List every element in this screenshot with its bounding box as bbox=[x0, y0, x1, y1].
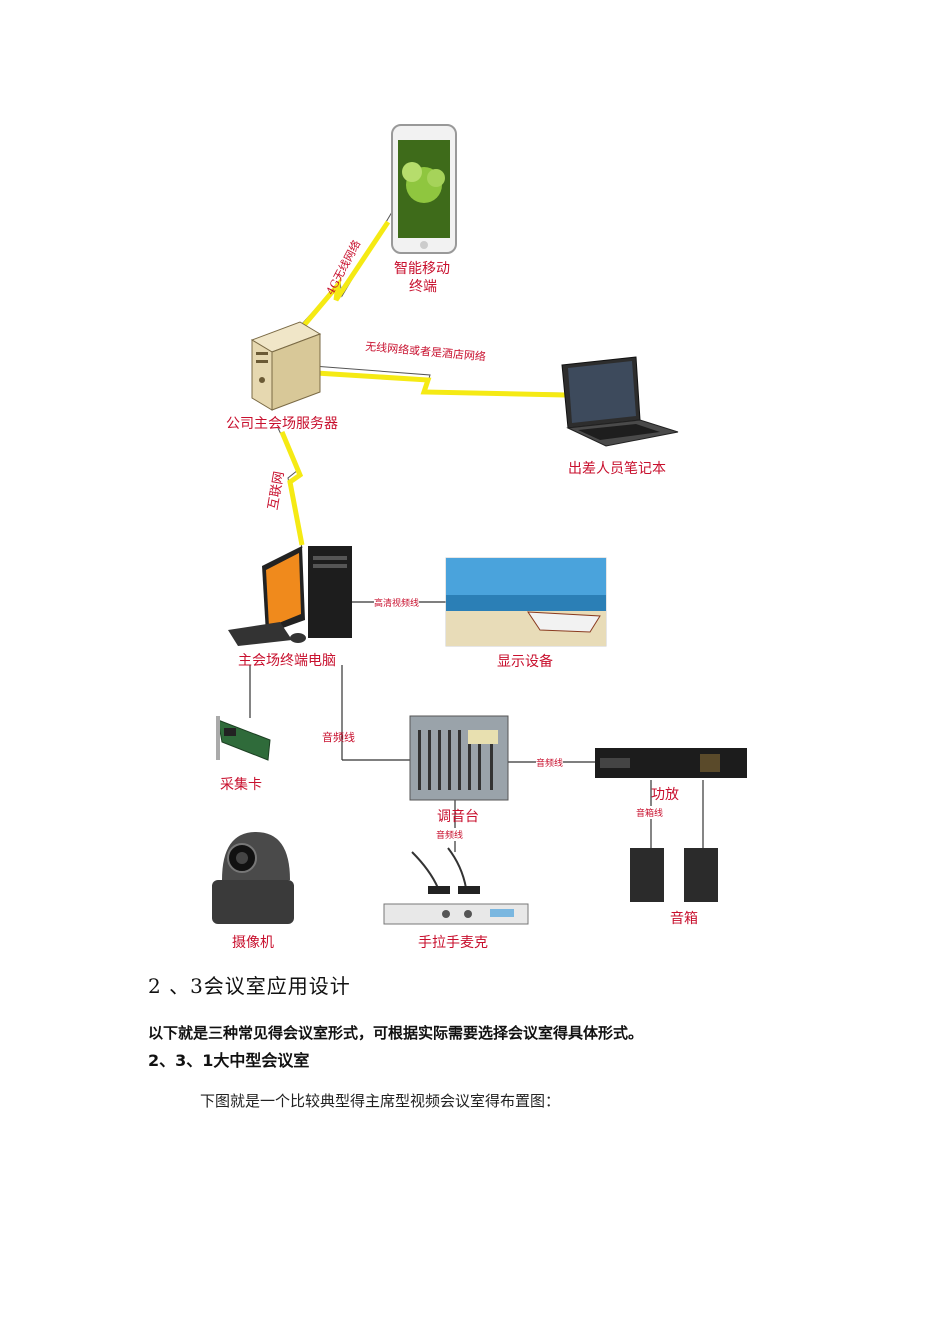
label-laptop: 出差人员笔记本 bbox=[568, 461, 666, 477]
link-internet-lightning bbox=[277, 427, 305, 549]
label-link-audio-mixer-amp: 音频线 bbox=[536, 756, 564, 769]
label-smartphone-line2: 终端 bbox=[409, 279, 437, 295]
label-smartphone: 智能移动 bbox=[394, 261, 450, 277]
label-link-audio-pc-mixer: 音频线 bbox=[322, 731, 355, 744]
label-speakers: 音箱 bbox=[670, 911, 698, 927]
section-heading: 2 、3会议室应用设计 bbox=[148, 974, 351, 998]
link-4g-lightning bbox=[291, 211, 393, 336]
link-wireless-lightning bbox=[299, 364, 566, 398]
body-paragraph: 下图就是一个比较典型得主席型视频会议室得布置图： bbox=[200, 1092, 561, 1110]
label-capture-card: 采集卡 bbox=[220, 777, 262, 793]
section-intro: 以下就是三种常见得会议室形式，可根据实际需要选择会议室得具体形式。 bbox=[148, 1024, 644, 1042]
audio-mixer-image bbox=[409, 715, 509, 801]
speakers-image bbox=[630, 848, 718, 902]
capture-card-image bbox=[216, 716, 271, 761]
system-topology-diagram: 智能移动 终端 公司主会场服务器 出差人员笔记本 主会场终端电脑 显示设备 采集… bbox=[212, 124, 747, 951]
label-link-hd-video: 高清视频线 bbox=[374, 596, 420, 609]
display-screen-image bbox=[445, 557, 607, 647]
laptop-image bbox=[561, 356, 679, 447]
label-camera: 摄像机 bbox=[232, 935, 274, 951]
amplifier-image bbox=[595, 748, 747, 778]
label-amplifier: 功放 bbox=[651, 787, 679, 803]
label-terminal-pc: 主会场终端电脑 bbox=[238, 653, 336, 669]
subsection-heading: 2、3、1大中型会议室 bbox=[148, 1051, 310, 1070]
desktop-pc-image bbox=[228, 546, 352, 646]
label-link-audio-mic: 音频线 bbox=[436, 828, 464, 841]
label-microphone: 手拉手麦克 bbox=[418, 935, 488, 951]
label-mixer: 调音台 bbox=[437, 809, 479, 825]
label-link-speaker: 音箱线 bbox=[636, 806, 664, 819]
smartphone-image bbox=[391, 124, 457, 254]
ptz-camera-image bbox=[212, 832, 294, 924]
label-display: 显示设备 bbox=[497, 654, 553, 670]
server-image bbox=[250, 321, 322, 411]
conference-microphone-image bbox=[383, 847, 529, 925]
label-server: 公司主会场服务器 bbox=[226, 416, 338, 432]
